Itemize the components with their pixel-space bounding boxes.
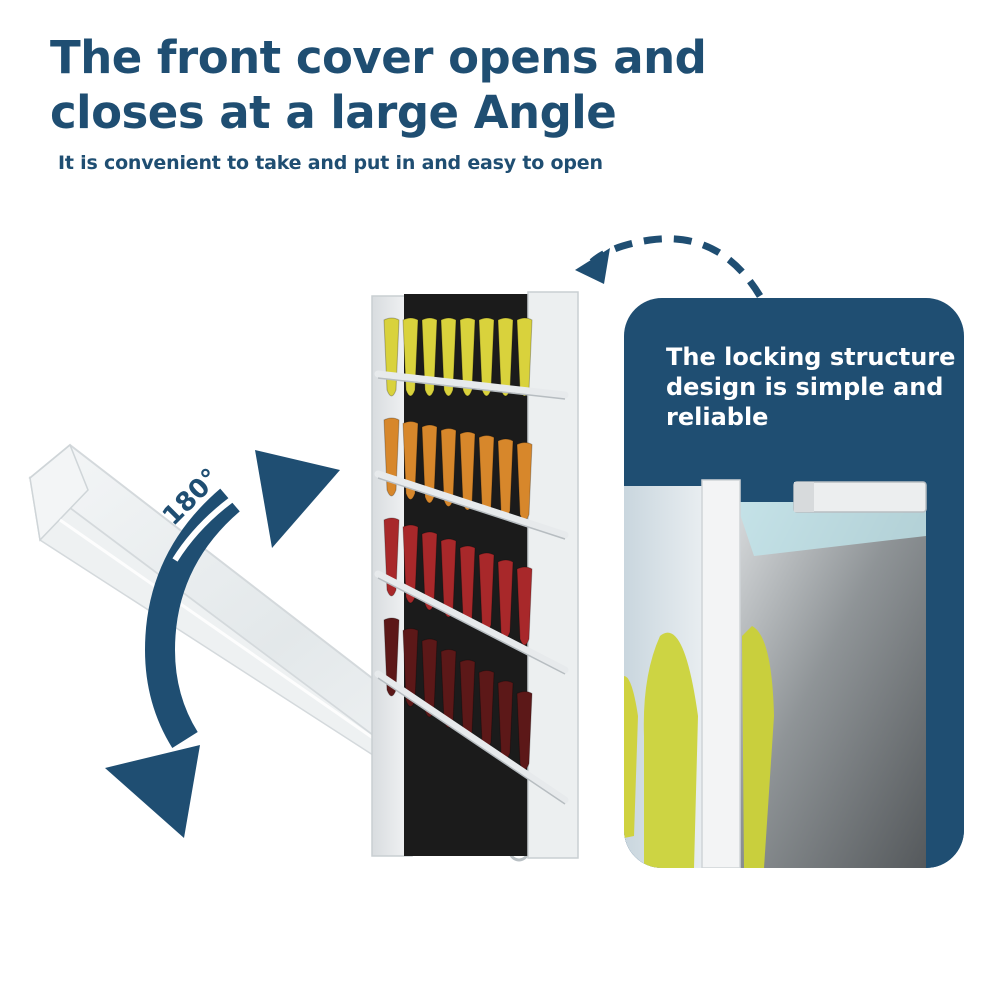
- headline-line-2: closes at a large Angle: [50, 86, 617, 139]
- rotation-arrow-icon: [105, 450, 340, 838]
- lock-detail-photo: [624, 476, 964, 868]
- dashed-arrow-icon: [575, 235, 763, 298]
- nail-tip: [440, 317, 457, 397]
- lock-detail-callout: The locking structure design is simple a…: [624, 298, 964, 868]
- display-case: [371, 291, 579, 859]
- callout-text: The locking structure design is simple a…: [666, 343, 956, 431]
- subheadline: It is convenient to take and put in and …: [58, 152, 603, 174]
- nail-tip: [516, 566, 533, 646]
- headline: The front cover opens and closes at a la…: [50, 30, 750, 140]
- nail-tip: [459, 317, 476, 397]
- shelves: [374, 370, 569, 804]
- headline-line-1: The front cover opens and: [50, 31, 707, 84]
